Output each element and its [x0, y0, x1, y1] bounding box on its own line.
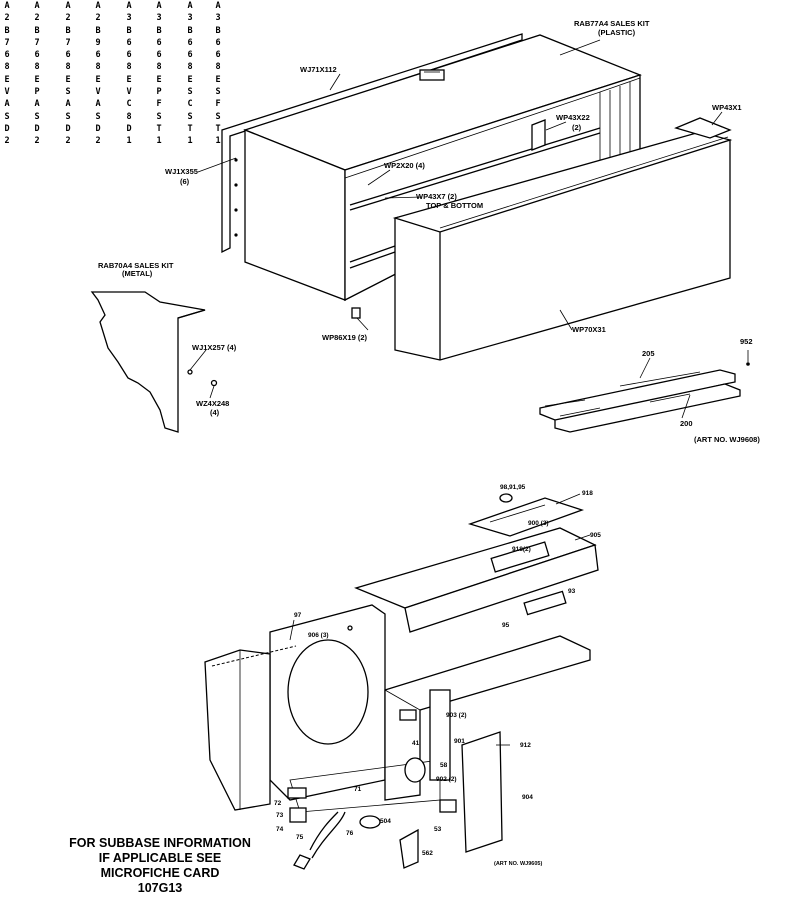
note-line-3: MICROFICHE CARD — [100, 866, 220, 880]
label-ref-s15: 53 — [434, 826, 442, 833]
label-wp43x22-qty: (2) — [572, 123, 582, 132]
label-wp2x20: WP2X20 (4) — [384, 161, 425, 170]
label-wj1x355-qty: (6) — [180, 177, 190, 186]
label-ref-s5: 918(2) — [512, 546, 531, 553]
leader-lines — [189, 39, 749, 746]
label-ref-s25: 562 — [422, 850, 433, 857]
label-sales-kit-plastic: RAB77A4 SALES KIT — [574, 19, 650, 28]
label-ref-s19: 72 — [274, 800, 282, 807]
label-ref-s10: 903 (2) — [446, 712, 467, 719]
model-column-8: A 3 B 6 6 8 E S F S T 1 — [215, 1, 221, 147]
label-sales-kit-metal-sub: (METAL) — [122, 269, 153, 278]
rail-assembly — [539, 362, 750, 433]
label-ref-s18: 71 — [354, 786, 362, 793]
label-ref-s11: 901 — [454, 738, 465, 745]
label-w24x248-qty: (4) — [210, 408, 220, 417]
label-w24x248: WZ4X248 — [196, 399, 230, 408]
label-ref-s12: 912 — [520, 742, 531, 749]
label-ref-s4: 905 — [590, 532, 601, 539]
label-ref-s24: 504 — [380, 818, 391, 825]
label-wj1x355: WJ1X355 — [165, 167, 198, 176]
label-art-no: (ART NO. WJ9608) — [694, 435, 760, 444]
model-column-7: A 3 B 6 6 8 E S C S T 1 — [187, 1, 193, 147]
note-line-2: IF APPLICABLE SEE — [98, 851, 222, 865]
model-column-2: A 2 B 7 6 8 E P A S D 2 — [34, 1, 40, 147]
label-wp70x31: WP70X31 — [572, 325, 606, 334]
model-column-5: A 3 B 6 6 8 E V C 8 D 1 — [126, 1, 132, 147]
label-ref-s6: 93 — [568, 588, 576, 595]
label-wp43x1: WP43X1 — [712, 103, 742, 112]
label-wj1x257: WJ1X257 (4) — [192, 343, 237, 352]
label-205: 205 — [642, 349, 655, 358]
fastener-wp86x19 — [351, 307, 361, 319]
label-art-no-bottom: (ART NO. WJ9605) — [494, 861, 543, 867]
label-ref-s3: 900 (3) — [528, 520, 549, 527]
label-ref-s14: 902 (2) — [436, 776, 457, 783]
label-wp43x22: WP43X22 — [556, 113, 590, 122]
label-wj71x112: WJ71X112 — [300, 65, 337, 74]
model-column-1: A 2 B 7 6 8 E V A S D 2 — [4, 1, 10, 147]
model-column-3: A 2 B 7 6 8 E S A S D 2 — [65, 1, 71, 147]
label-ref-s7: 95 — [502, 622, 510, 629]
label-ref-s1: 98,91,95 — [500, 484, 526, 491]
label-ref-s23: 76 — [346, 830, 354, 837]
model-column-4: A 2 B 9 6 8 E V A S D 2 — [95, 1, 101, 147]
label-ref-s21: 74 — [276, 826, 284, 833]
subbase-note: FOR SUBBASE INFORMATION IF APPLICABLE SE… — [55, 836, 265, 896]
label-ref-s16: 41 — [412, 740, 420, 747]
label-ref-s13: 904 — [522, 794, 533, 801]
front-panel — [392, 117, 733, 361]
label-ref-s20: 73 — [276, 812, 284, 819]
label-ref-s2: 918 — [582, 490, 593, 497]
chassis-assembly — [204, 493, 599, 870]
label-ref-s17: 58 — [440, 762, 448, 769]
model-column-6: A 3 B 6 6 8 E P F S T 1 — [156, 1, 162, 147]
note-line-4: 107G13 — [137, 881, 183, 895]
label-wp86x19: WP86X19 (2) — [322, 333, 368, 342]
label-ref-s8: 97 — [294, 612, 302, 619]
label-ref-s22: 75 — [296, 834, 304, 841]
label-sales-kit-plastic-sub: (PLASTIC) — [598, 28, 636, 37]
label-wp43x7-sub: TOP & BOTTOM — [426, 201, 484, 210]
label-ref-s9: 906 (3) — [308, 632, 329, 639]
metal-side-kit — [90, 291, 218, 433]
label-952: 952 — [740, 337, 753, 346]
label-wp43x7: WP43X7 (2) — [416, 192, 457, 201]
label-200: 200 — [680, 419, 693, 428]
label-sales-kit-metal: RAB70A4 SALES KIT — [98, 261, 174, 270]
note-line-1: FOR SUBBASE INFORMATION — [69, 836, 251, 850]
